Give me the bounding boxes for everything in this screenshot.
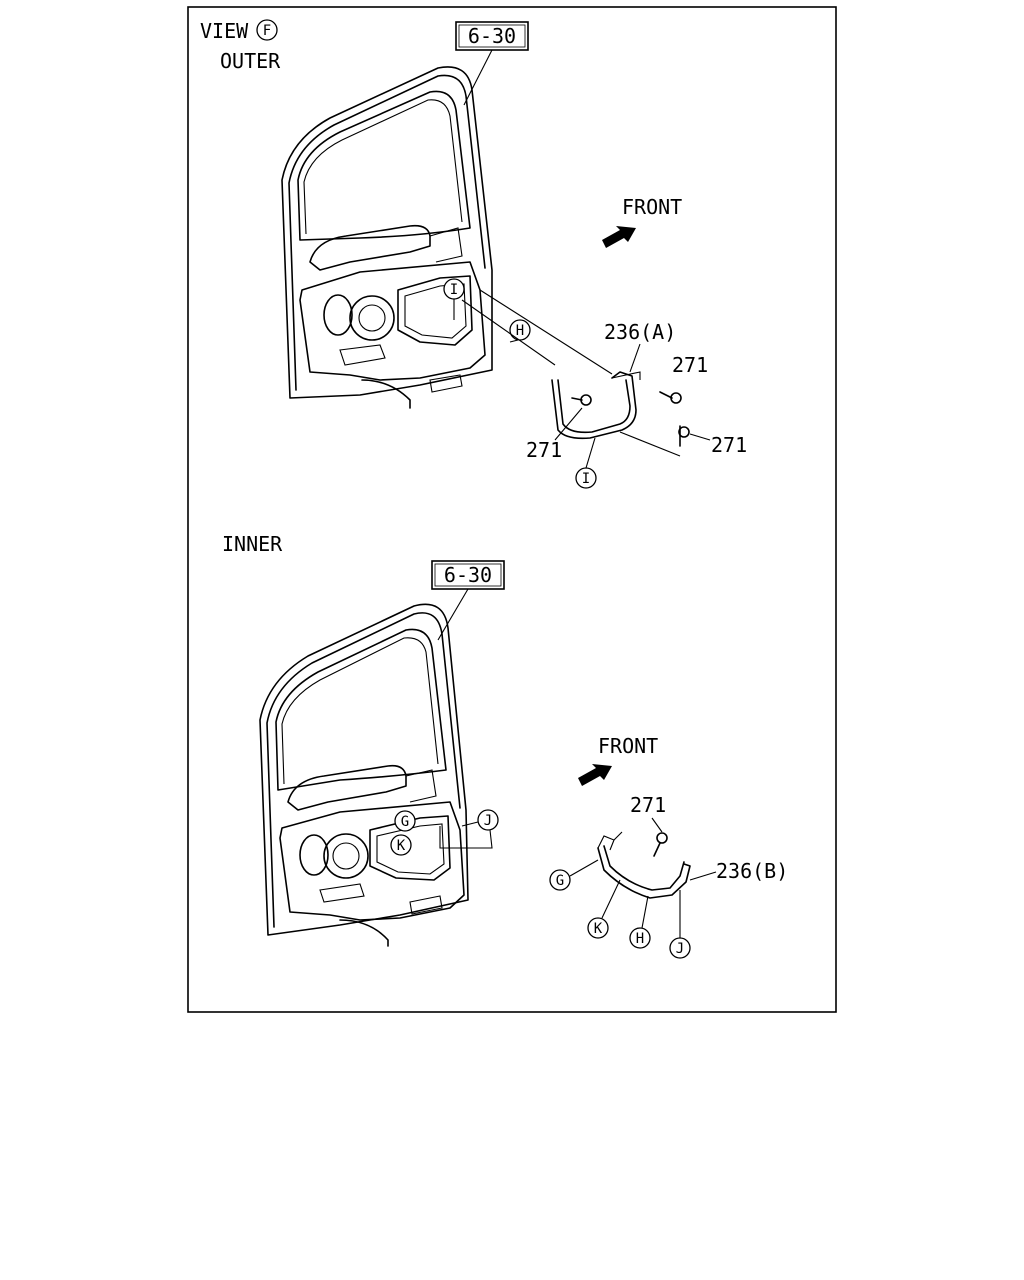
- outer-bolt-right: [659, 391, 682, 404]
- outer-part-271-top-label: 271: [672, 353, 708, 377]
- inner-part-236b-label: 236(B): [716, 859, 788, 883]
- outer-section-label: OUTER: [220, 49, 281, 73]
- svg-text:G: G: [401, 814, 409, 830]
- outer-callout-i-door: I: [443, 278, 465, 300]
- diagram-frame: [187, 6, 837, 1013]
- svg-text:I: I: [582, 471, 590, 487]
- outer-part-271-left-label: 271: [526, 438, 562, 462]
- inner-front-arrow: [578, 764, 612, 786]
- outer-callout-h-door: H: [509, 319, 531, 341]
- svg-text:H: H: [516, 323, 524, 339]
- inner-callout-j-part: J: [669, 937, 691, 959]
- inner-section-label: INNER: [222, 532, 283, 556]
- svg-text:H: H: [636, 931, 644, 947]
- inner-door-illustration: [259, 603, 469, 947]
- view-label: VIEW: [200, 19, 249, 43]
- outer-ref-box: 6-30: [455, 21, 529, 51]
- inner-front-label: FRONT: [598, 734, 658, 758]
- svg-text:F: F: [263, 23, 271, 39]
- svg-text:6-30: 6-30: [444, 563, 492, 587]
- outer-part-236a-label: 236(A): [604, 320, 676, 344]
- view-letter-callout: F: [256, 19, 278, 41]
- outer-front-arrow: [602, 226, 636, 248]
- svg-text:K: K: [397, 838, 406, 854]
- outer-front-label: FRONT: [622, 195, 682, 219]
- inner-callout-j-door: J: [477, 809, 499, 831]
- inner-callout-k-door: K: [390, 834, 412, 856]
- outer-bolt-left: [571, 394, 592, 406]
- inner-callout-g-part: G: [549, 869, 571, 891]
- outer-part-271-right-label: 271: [711, 433, 747, 457]
- inner-part-271-label: 271: [630, 793, 666, 817]
- inner-bolt: [653, 832, 668, 857]
- svg-text:I: I: [450, 282, 458, 298]
- outer-bracket-236a: [551, 371, 641, 440]
- inner-callout-k-part: K: [587, 917, 609, 939]
- outer-door-illustration: [281, 66, 493, 409]
- outer-bolt-bottom: [678, 425, 690, 447]
- svg-text:K: K: [594, 921, 603, 937]
- inner-callout-g-door: G: [394, 810, 416, 832]
- inner-bracket-236b: [597, 831, 691, 899]
- outer-callout-i-part: I: [575, 467, 597, 489]
- inner-ref-box: 6-30: [431, 560, 505, 590]
- svg-text:J: J: [676, 941, 684, 957]
- svg-text:J: J: [484, 813, 492, 829]
- svg-text:6-30: 6-30: [468, 24, 516, 48]
- inner-callout-h-part: H: [629, 927, 651, 949]
- svg-text:G: G: [556, 873, 564, 889]
